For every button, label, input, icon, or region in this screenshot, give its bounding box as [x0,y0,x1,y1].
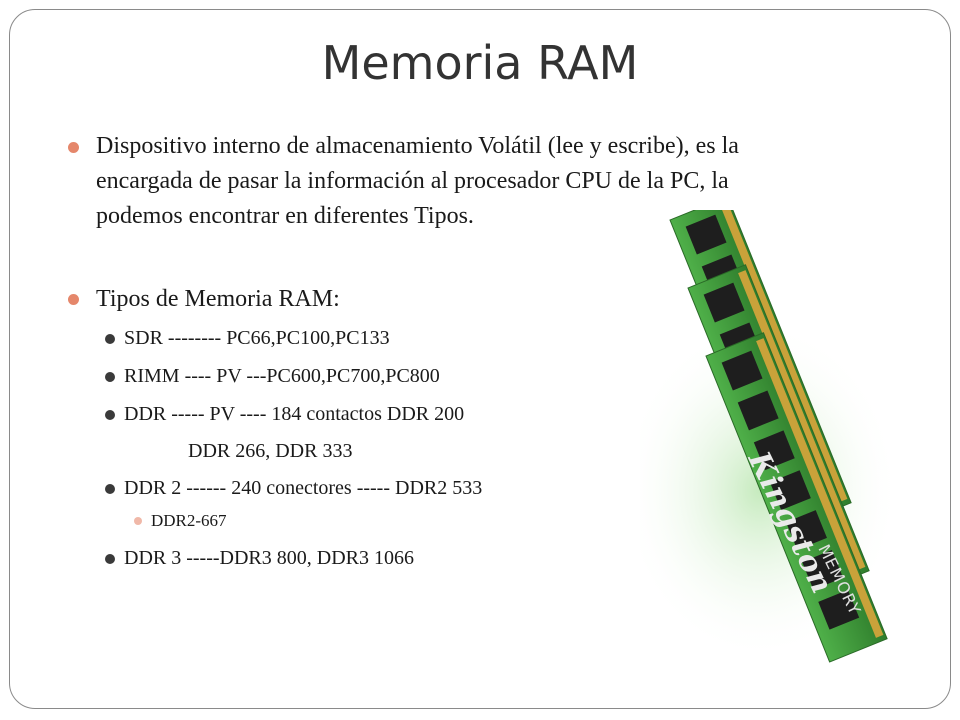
type-item-sdr: SDR -------- PC66,PC100,PC133 [124,327,390,349]
bullet-dot [68,294,79,305]
type-item-ddr3: DDR 3 -----DDR3 800, DDR3 1066 [124,547,414,569]
bullet-1-line-3: podemos encontrar en diferentes Tipos. [96,203,474,229]
sub-bullet-dot [105,334,115,344]
sub-sub-bullet-dot [134,517,142,525]
bullet-1-line-1: Dispositivo interno de almacenamiento Vo… [96,133,739,159]
bullet-2-text: Tipos de Memoria RAM: [96,286,340,312]
sub-bullet-dot [105,554,115,564]
type-item-ddr2: DDR 2 ------ 240 conectores ----- DDR2 5… [124,477,483,499]
ram-modules-image: Kingston MEMORY [620,196,940,680]
sub-bullet-dot [105,372,115,382]
type-item-rimm: RIMM ---- PV ---PC600,PC700,PC800 [124,365,440,387]
sub-bullet-dot [105,410,115,420]
sub-bullet-dot [105,484,115,494]
type-item-ddr: DDR ----- PV ---- 184 contactos DDR 200 [124,403,465,425]
bullet-dot [68,142,79,153]
ram-modules-svg: Kingston MEMORY [620,196,900,663]
type-item-ddr-continued: DDR 266, DDR 333 [188,440,353,462]
slide-title: Memoria RAM [321,36,639,90]
bullet-1-line-2: encargada de pasar la información al pro… [96,168,729,194]
type-item-ddr2-667: DDR2-667 [151,511,227,530]
